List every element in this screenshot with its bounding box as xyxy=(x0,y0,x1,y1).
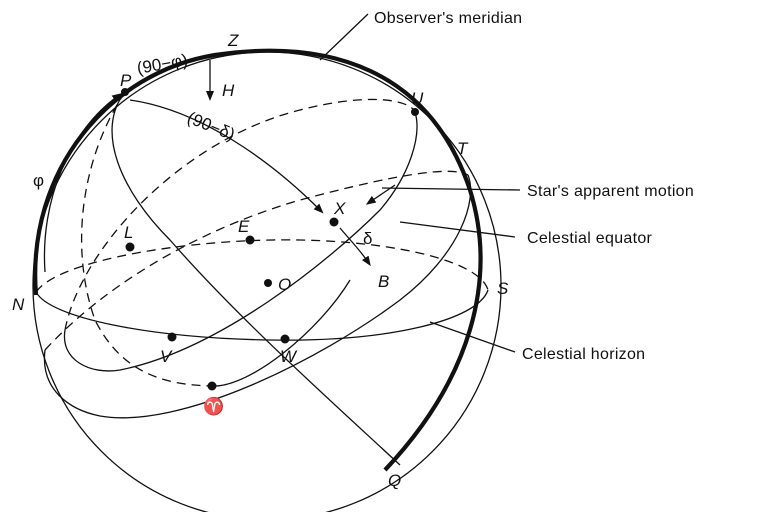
first-point-aries-hour-circle xyxy=(80,91,213,387)
label-Q: Q xyxy=(388,471,401,490)
polar-distance-arc xyxy=(129,99,324,214)
celestial-equator-back xyxy=(44,170,469,351)
label-E: E xyxy=(238,217,250,236)
equator-leader xyxy=(399,221,516,238)
star-motion-leader xyxy=(381,187,521,191)
point-P xyxy=(121,88,129,96)
ecliptic-front xyxy=(211,279,351,387)
callout-observers-meridian: Observer's meridian xyxy=(374,10,522,27)
star-diurnal-circle-front xyxy=(63,111,418,372)
label-U: U xyxy=(411,89,424,108)
label-Z: Z xyxy=(227,31,239,50)
declination-arc xyxy=(339,227,371,267)
point-E xyxy=(245,235,255,245)
label-N: N xyxy=(12,295,25,314)
callout-celestial-horizon: Celestial horizon xyxy=(522,346,645,363)
label-X: X xyxy=(333,199,346,218)
label-aries: ♈ xyxy=(203,396,224,416)
point-V xyxy=(167,332,177,342)
label-B: B xyxy=(378,272,389,291)
meridian-leader xyxy=(319,13,369,61)
point-L xyxy=(125,242,135,252)
horizon-leader xyxy=(429,321,516,353)
label-V: V xyxy=(160,347,173,366)
callout-celestial-equator: Celestial equator xyxy=(527,230,653,247)
point-X xyxy=(329,217,339,227)
label-O: O xyxy=(278,275,291,294)
point-O xyxy=(264,279,272,287)
point-U xyxy=(411,108,419,116)
celestial-horizon-back xyxy=(35,239,489,293)
point-aries xyxy=(207,381,217,391)
label-polar-distance: (90−δ) xyxy=(185,108,238,144)
observers-meridian-arc xyxy=(33,48,483,472)
celestial-equator-front xyxy=(43,174,472,419)
latitude-arc xyxy=(43,93,123,273)
label-H: H xyxy=(222,81,235,100)
label-W: W xyxy=(280,347,298,366)
callout-star-apparent-motion: Star's apparent motion xyxy=(527,183,694,200)
label-S: S xyxy=(497,279,509,298)
label-P: P xyxy=(120,71,132,90)
star-diurnal-circle-back xyxy=(64,98,416,331)
label-phi: φ xyxy=(33,171,44,190)
point-W xyxy=(280,334,290,344)
label-T: T xyxy=(457,139,469,158)
label-colatitude: (90−φ) xyxy=(135,50,189,78)
celestial-horizon-front xyxy=(35,289,489,341)
label-L: L xyxy=(124,223,133,242)
hour-circle-of-star xyxy=(111,91,401,466)
label-delta: δ xyxy=(363,229,372,248)
